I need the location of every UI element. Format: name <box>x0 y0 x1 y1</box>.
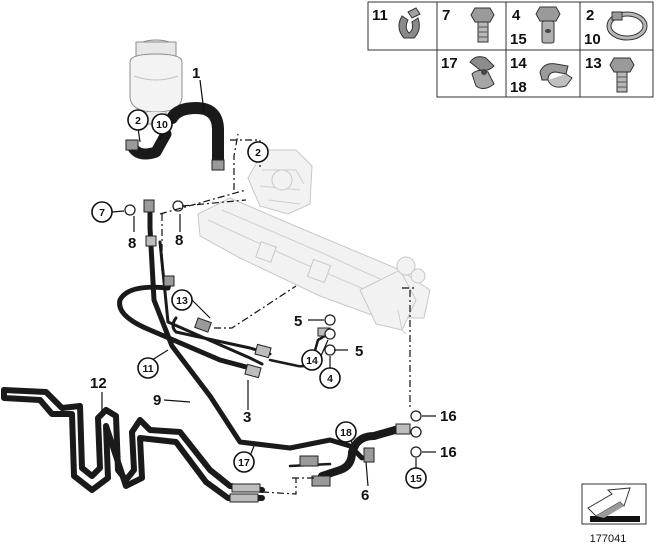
callout-8: 8 <box>175 232 183 249</box>
table-label: 11 <box>372 7 388 24</box>
circled-callout-17: 17 <box>233 451 255 473</box>
svg-text:7: 7 <box>99 207 105 219</box>
cooler-coil-12 <box>1 387 265 501</box>
circled-callout-11: 11 <box>137 357 159 379</box>
table-label: 10 <box>584 31 601 48</box>
steering-gear-outline <box>197 197 431 335</box>
callout-6: 6 <box>361 487 369 504</box>
circled-callout-2: 2 <box>247 141 269 163</box>
table-label: 18 <box>510 79 527 96</box>
svg-text:17: 17 <box>238 457 250 469</box>
hex-bolt-icon <box>609 57 635 93</box>
circled-callout-18: 18 <box>335 421 357 443</box>
circled-callout-14: 14 <box>301 349 323 371</box>
hollow-bolt-icon <box>470 7 495 43</box>
callout-12: 12 <box>90 375 107 392</box>
circled-callout-7: 7 <box>91 201 113 223</box>
table-label: 2 <box>586 7 594 24</box>
callout-9: 9 <box>153 392 161 409</box>
table-label: 15 <box>510 31 527 48</box>
callout-5: 5 <box>355 343 363 360</box>
table-label: 14 <box>510 55 527 72</box>
callout-16: 16 <box>440 444 457 461</box>
diagram-number: 177041 <box>590 533 627 545</box>
orientation-arrow-icon <box>587 487 640 522</box>
hose-6 <box>318 424 406 480</box>
circled-callout-2: 2 <box>127 109 149 131</box>
circled-callout-15: 15 <box>405 467 427 489</box>
table-cell-7: 7 <box>442 7 495 43</box>
table-label: 13 <box>585 55 602 72</box>
table-cell-14-18: 14 18 <box>510 55 573 96</box>
callout-1: 1 <box>192 65 200 82</box>
table-cell-4-15: 4 15 <box>510 6 561 48</box>
table-cell-13: 13 <box>585 55 635 93</box>
callout-3: 3 <box>243 409 251 426</box>
circled-callouts: 2 10 2 7 13 11 14 4 <box>91 109 427 489</box>
svg-text:10: 10 <box>156 119 168 131</box>
clip-bracket-icon <box>539 63 573 88</box>
svg-text:13: 13 <box>176 295 188 307</box>
svg-text:11: 11 <box>142 363 153 375</box>
svg-text:14: 14 <box>306 355 318 367</box>
circled-callout-13: 13 <box>171 289 193 311</box>
callout-16: 16 <box>440 408 457 425</box>
double-clip-icon <box>469 56 495 90</box>
hose-9 <box>147 205 365 461</box>
table-cell-11: 11 <box>372 7 421 39</box>
callout-8: 8 <box>128 235 136 252</box>
svg-text:15: 15 <box>410 473 422 485</box>
table-label: 17 <box>441 55 458 72</box>
svg-text:2: 2 <box>255 147 261 159</box>
hollow-bolt-icon <box>535 6 561 44</box>
svg-text:18: 18 <box>340 427 352 439</box>
circled-callout-4: 4 <box>319 367 341 389</box>
fittings <box>125 139 411 503</box>
hose-1 <box>166 102 224 170</box>
seal-rings <box>124 200 422 458</box>
plain-callouts: 1 3 5 5 6 8 8 9 12 16 16 <box>90 65 457 504</box>
hose-clamp-icon <box>606 11 648 41</box>
svg-text:2: 2 <box>135 115 141 127</box>
callout-5: 5 <box>294 313 302 330</box>
table-cell-17: 17 <box>441 55 495 90</box>
diagram-id-box: 177041 <box>581 483 647 545</box>
table-label: 4 <box>512 7 521 24</box>
table-label: 7 <box>442 7 450 24</box>
table-cell-2-10: 2 10 <box>584 7 648 48</box>
fluid-reservoir <box>129 39 183 125</box>
hose-clip-icon <box>398 7 421 39</box>
svg-text:4: 4 <box>327 373 333 385</box>
steering-pump-outline <box>247 149 313 215</box>
circled-callout-10: 10 <box>151 113 173 135</box>
parts-table: 11 7 4 15 <box>367 1 654 98</box>
